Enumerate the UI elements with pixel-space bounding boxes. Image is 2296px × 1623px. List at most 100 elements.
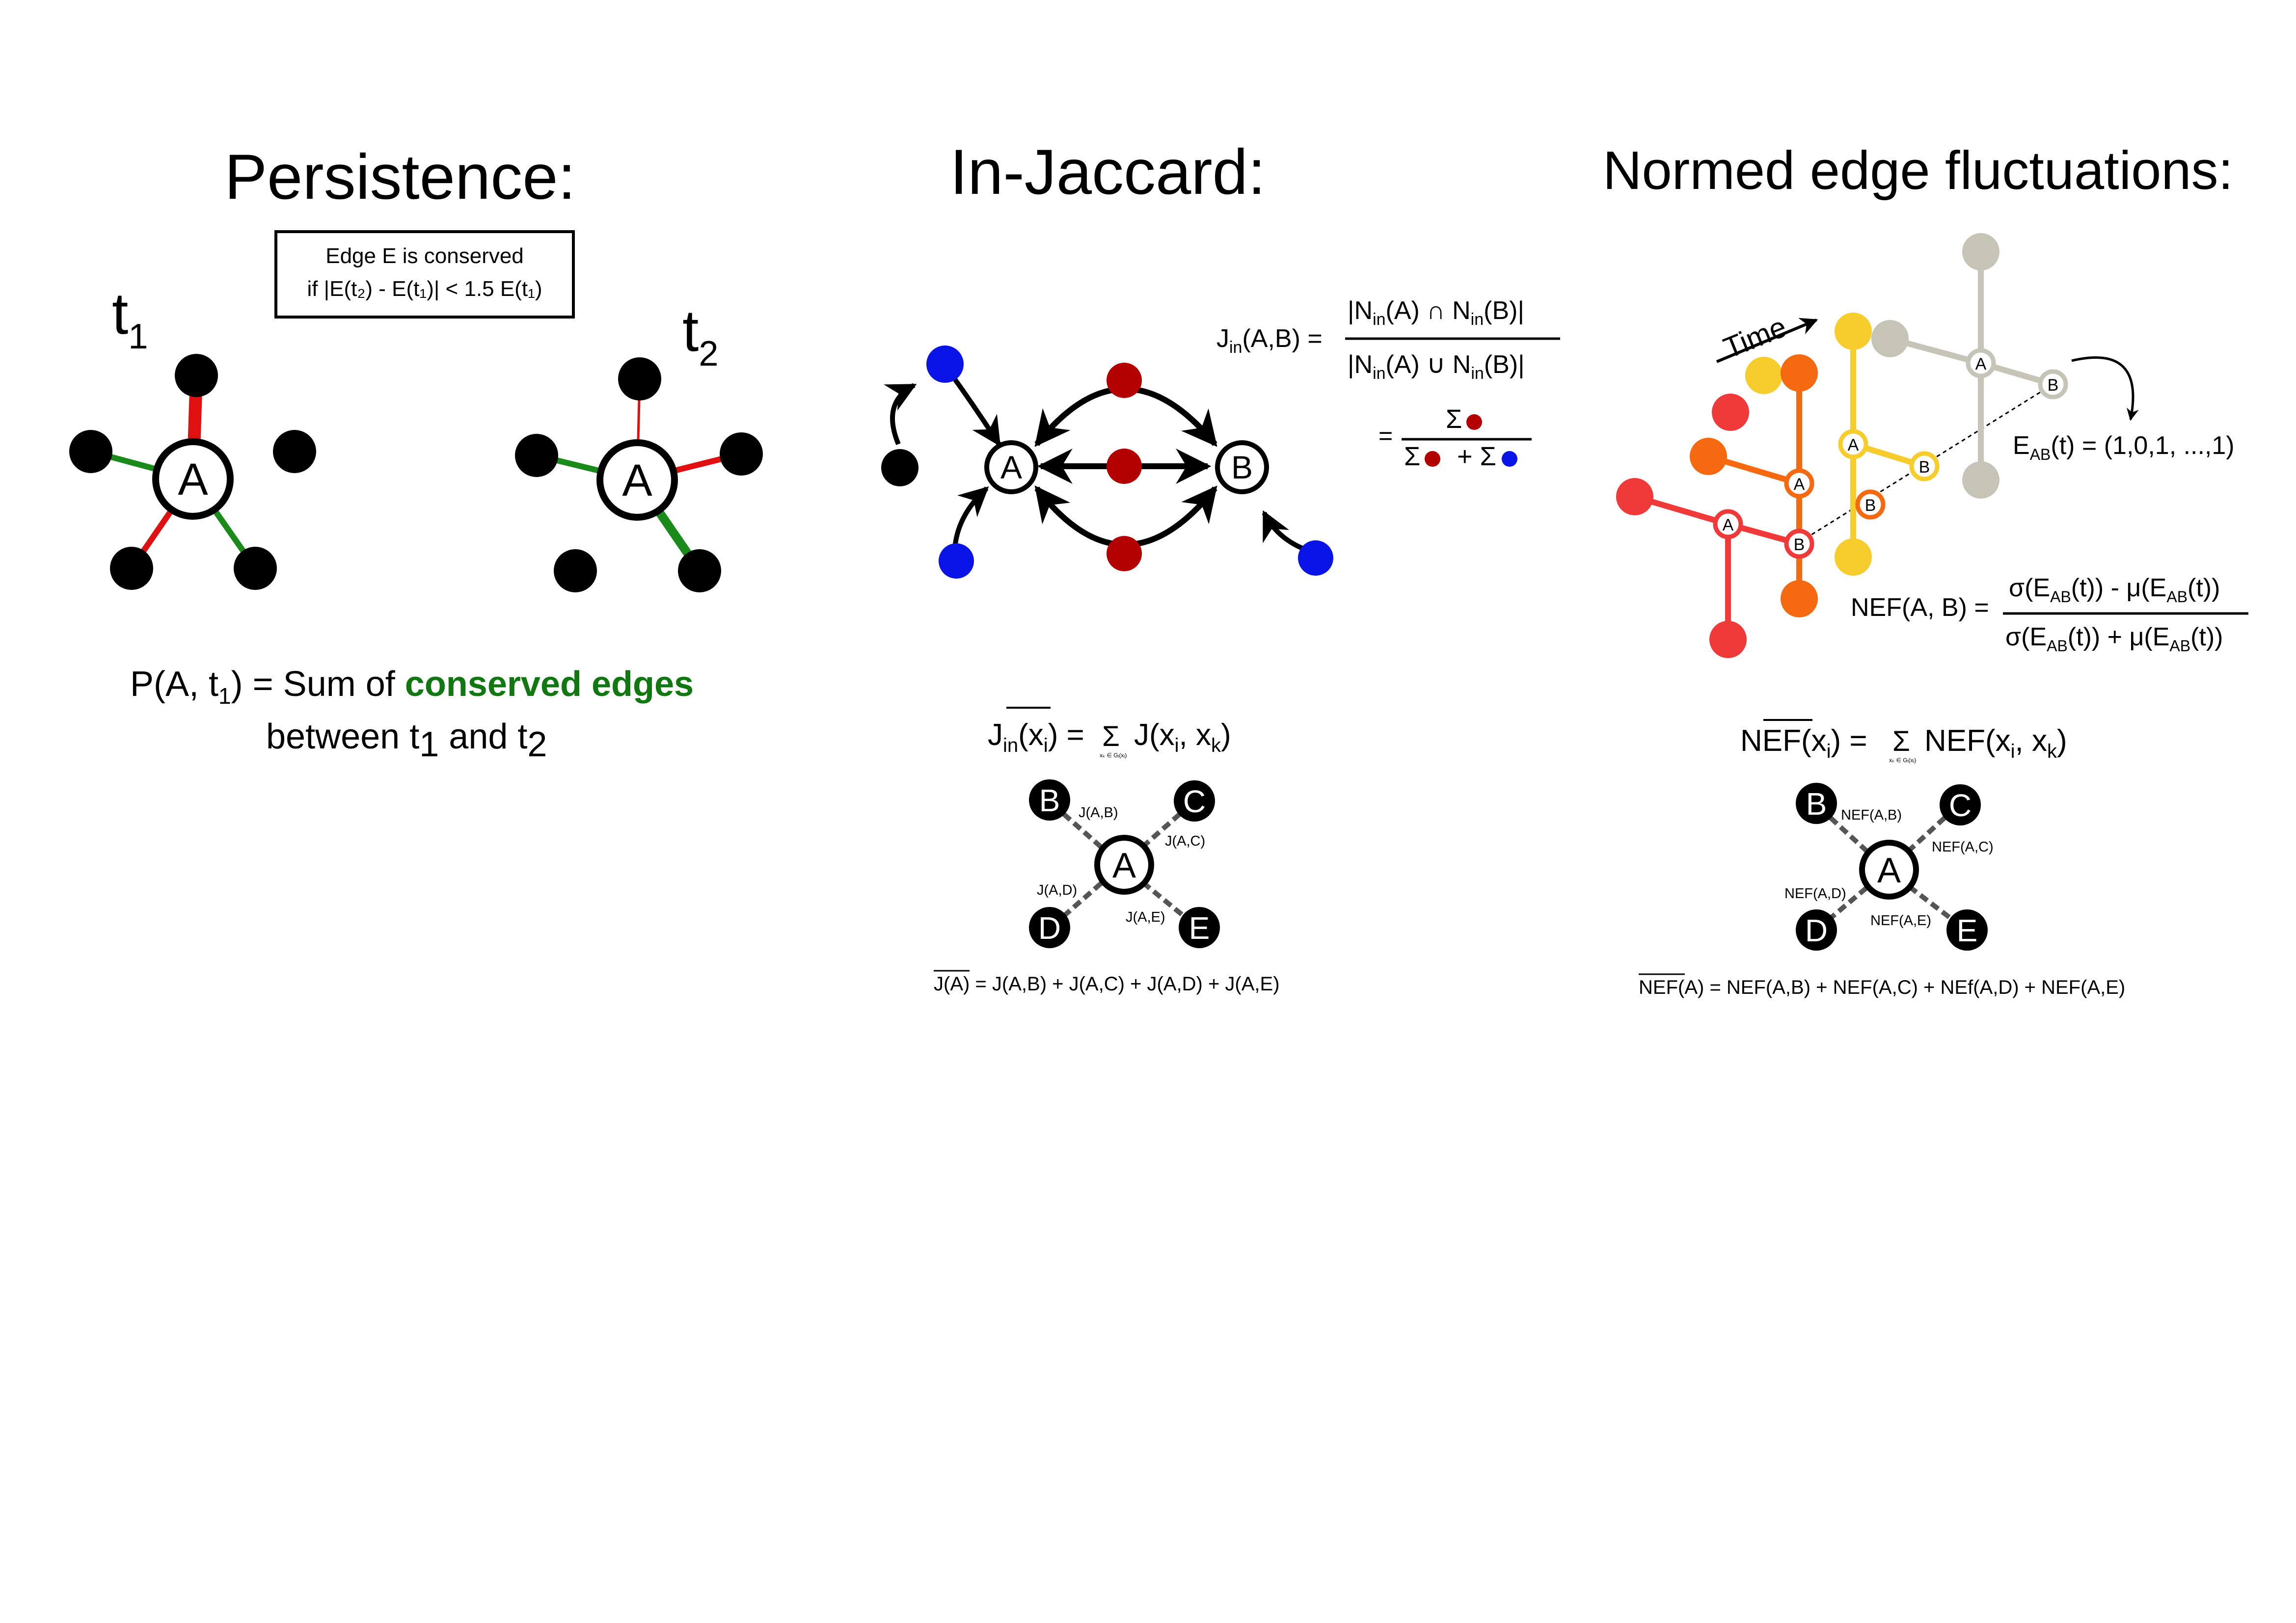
nef-layer-t1: A B: [1616, 394, 1814, 658]
jaccard-star-edge-label-ab: J(A,B): [1079, 805, 1118, 821]
jaccard-node-shared-middle: [1107, 449, 1142, 484]
jaccard-count-numerator-sigma: Σ: [1446, 404, 1462, 434]
persistence-caption-line1: P(A, t1) = Sum of conserved edges: [130, 665, 694, 709]
jaccard-edge-blue-right-to-b: [1262, 510, 1304, 551]
jaccard-node-shared-top: [1107, 363, 1142, 398]
jaccard-node-b: [1215, 440, 1269, 494]
t2-node-bottom-right: [678, 549, 721, 592]
jaccard-node-unique-bottom-left: [939, 543, 974, 579]
nef-eab-arrow: [2071, 356, 2139, 421]
jaccard-graph: A B: [881, 346, 1333, 579]
jaccard-star-node-d: [1029, 907, 1070, 948]
nef-sum-line: NEF(A) = NEF(A,B) + NEF(A,C) + NEf(A,D) …: [1639, 977, 2125, 998]
nef-mean-rhs: NEF(xi, xk): [1924, 724, 2067, 762]
jaccard-count-equals: =: [1378, 422, 1393, 450]
nef-layer-t3: A B: [1745, 313, 1940, 576]
t2-star-graph: A: [515, 357, 763, 592]
jaccard-count-numerator-dot: [1466, 414, 1482, 430]
nef-star-node-e-label: E: [1957, 913, 1978, 948]
jaccard-count-denominator-sigma: Σ: [1404, 442, 1420, 471]
nef-t2-node-b-label: B: [1865, 496, 1876, 515]
jaccard-title: In-Jaccard:: [950, 136, 1266, 208]
conservation-rule-line2: if |E(t₂) - E(t₁)| < 1.5 E(t₁): [307, 277, 542, 301]
persistence-panel: Persistence: Edge E is conserved if |E(t…: [69, 141, 763, 764]
nef-t3-node-a: [1838, 429, 1868, 459]
jaccard-star-node-d-label: D: [1038, 910, 1061, 946]
t1-label: t1: [112, 281, 148, 356]
nef-title: Normed edge fluctuations:: [1603, 140, 2233, 201]
nef-mean-lhs: NEF(xi) =: [1740, 724, 1867, 762]
nef-star-node-b: [1796, 783, 1837, 824]
nef-t1-node-left: [1616, 478, 1653, 515]
jaccard-star-node-a-label: A: [1112, 846, 1136, 885]
nef-t3-node-extra: [1745, 357, 1783, 394]
nef-t3-node-bottom: [1835, 538, 1872, 576]
nef-t2-node-a-label: A: [1794, 475, 1805, 494]
nef-t4-node-a: [1966, 348, 1996, 378]
jaccard-star-node-e: [1179, 907, 1220, 948]
jaccard-mean-rhs: J(xi, xk): [1134, 718, 1231, 756]
jaccard-formula-numerator: |Nin(A) ∩ Nin(B)|: [1348, 296, 1524, 329]
nef-formula-lhs: NEF(A, B) =: [1851, 593, 1989, 622]
nef-star-edge-label-ac: NEF(A,C): [1932, 839, 1994, 855]
nef-star-graph: B C D E A NEF(A,B) NEF(A,C) NEF(A,D) NEF…: [1784, 783, 1994, 951]
nef-star-node-c-label: C: [1949, 788, 1972, 823]
jaccard-edge-black-to-blue: [884, 383, 917, 445]
nef-star-node-e: [1946, 909, 1988, 951]
nef-panel: Normed edge fluctuations: Time A B: [1603, 140, 2248, 998]
nef-t1-node-b: [1784, 529, 1814, 559]
jaccard-count-denominator-unique-dot: [1502, 451, 1517, 467]
nef-t4-node-left: [1871, 320, 1909, 357]
nef-t1-node-bottom: [1709, 621, 1747, 658]
nef-t2-node-a: [1784, 468, 1814, 499]
nef-t2-node-top: [1781, 354, 1818, 392]
t2-node-right: [720, 432, 763, 476]
conservation-rule-box: [274, 230, 575, 319]
jaccard-count-denominator-shared-dot: [1425, 451, 1440, 467]
t2-node-bottom-left: [554, 549, 597, 592]
nef-t3-node-a-label: A: [1848, 436, 1859, 454]
jaccard-star-node-a: [1094, 835, 1154, 895]
jaccard-node-b-label: B: [1231, 449, 1253, 485]
nef-mean-sigma-subscript: xₖ ∈ Gᵢ(xᵢ): [1889, 757, 1916, 764]
t2-node-left: [515, 434, 558, 477]
nef-t1-node-b-label: B: [1794, 535, 1805, 554]
jaccard-star-node-b: [1029, 779, 1070, 821]
jaccard-node-unique-top-left: [926, 346, 964, 383]
persistence-caption-line2: between t1 and t2: [266, 717, 547, 764]
nef-star-node-d: [1796, 909, 1837, 951]
time-arrow: [1716, 318, 1818, 363]
jaccard-star-node-e-label: E: [1189, 910, 1210, 946]
nef-mean-sigma: Σ: [1892, 725, 1910, 757]
nef-t4-node-a-label: A: [1975, 355, 1987, 373]
nef-t1-node-a: [1713, 509, 1743, 539]
jaccard-formula: Jin(A,B) = |Nin(A) ∩ Nin(B)| |Nin(A) ∪ N…: [1216, 296, 1560, 471]
jaccard-node-black: [881, 449, 918, 486]
nef-formula-numerator: σ(EAB(t)) - μ(EAB(t)): [2009, 574, 2220, 606]
nef-mean-formula: NEF(xi) = Σ xₖ ∈ Gᵢ(xᵢ) NEF(xi, xk): [1740, 719, 2067, 764]
t2-label: t2: [682, 298, 718, 373]
nef-t1-node-a-label: A: [1723, 516, 1734, 534]
t1-node-top: [175, 354, 218, 397]
nef-star-node-c: [1940, 784, 1981, 825]
nef-star-node-a: [1859, 840, 1919, 900]
jaccard-mean-lhs: Jin(xi) =: [988, 718, 1084, 756]
jaccard-panel: In-Jaccard: A B Jin(A,B) = |Nin(A) ∩: [881, 136, 1560, 995]
nef-star-node-d-label: D: [1805, 913, 1828, 948]
t1-node-left: [69, 430, 112, 473]
jaccard-star-node-c-label: C: [1183, 784, 1206, 819]
nef-t3-node-b: [1909, 451, 1940, 481]
jaccard-formula-denominator: |Nin(A) ∪ Nin(B)|: [1348, 350, 1525, 383]
t1-node-bottom-right: [234, 547, 277, 590]
jaccard-star-graph: B C D E A J(A,B) J(A,C) J(A,D) J(A,E): [1029, 779, 1220, 948]
jaccard-star-edge-label-ac: J(A,C): [1165, 833, 1205, 849]
jaccard-node-a: [984, 440, 1038, 494]
nef-t3-node-top: [1835, 313, 1872, 350]
nef-t4-node-b-label: B: [2048, 376, 2059, 395]
jaccard-star-edge-label-ae: J(A,E): [1126, 909, 1165, 925]
nef-t2-node-bottom: [1781, 580, 1818, 617]
jaccard-node-a-label: A: [1000, 449, 1022, 485]
nef-star-node-b-label: B: [1806, 786, 1827, 822]
t1-node-a: [152, 438, 234, 520]
